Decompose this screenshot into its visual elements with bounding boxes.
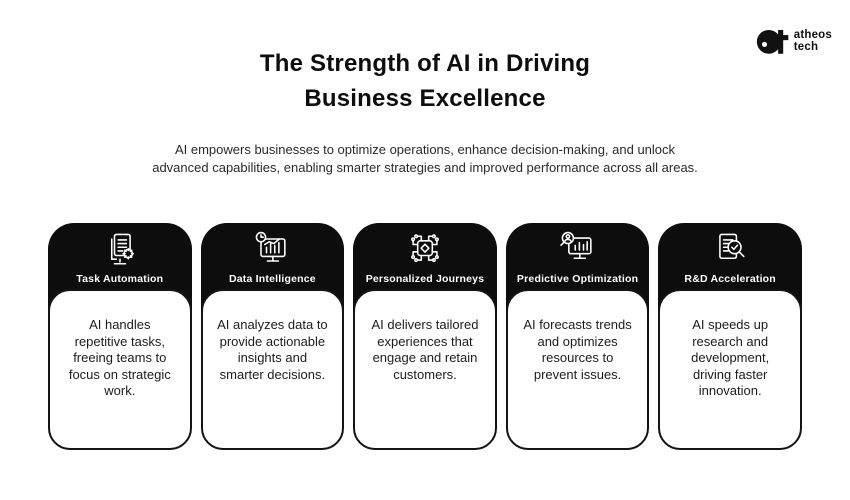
page-title-line2: Business Excellence: [304, 85, 546, 112]
page-subtitle: AI empowers businesses to optimize opera…: [0, 141, 850, 177]
card-rd-acceleration: R&D Acceleration AI speeds up research a…: [658, 223, 802, 450]
page-subtitle-line1: AI empowers businesses to optimize opera…: [174, 142, 676, 157]
document-magnifier-icon: [719, 233, 745, 260]
document-gear-icon: [110, 233, 134, 265]
card-description: AI forecasts trends and optimizes resour…: [505, 289, 650, 450]
card-data-intelligence: Data Intelligence AI analyzes data to pr…: [200, 223, 345, 450]
card-title: Task Automation: [76, 273, 164, 285]
logo-text-line1: atheos: [793, 29, 832, 41]
feature-cards-row: Task Automation AI handles repetitive ta…: [48, 223, 802, 450]
card-header: Predictive Optimization: [506, 223, 650, 289]
page-subtitle-line2: advanced capabilities, enabling smarter …: [152, 160, 698, 175]
ai-chip-icon: [411, 234, 439, 263]
card-title: Predictive Optimization: [516, 273, 639, 285]
atheos-logo-mark-icon: [756, 29, 789, 54]
card-description: AI delivers tailored experiences that en…: [353, 289, 497, 450]
chart-monitor-icon: [256, 231, 287, 262]
card-task-automation: Task Automation AI handles repetitive ta…: [48, 223, 192, 450]
logo: atheos tech: [756, 24, 832, 58]
logo-text: atheos tech: [794, 29, 832, 53]
page-title: The Strength of AI in Driving Business E…: [0, 46, 850, 116]
card-description: AI handles repetitive tasks, freeing tea…: [48, 289, 192, 450]
card-title: R&D Acceleration: [684, 273, 776, 285]
card-description: AI analyzes data to provide actionable i…: [200, 289, 345, 450]
card-description: AI speeds up research and development, d…: [658, 289, 802, 450]
card-title: Data Intelligence: [228, 273, 316, 285]
page-title-line1: The Strength of AI in Driving: [259, 50, 591, 77]
card-header: Data Intelligence: [201, 223, 345, 289]
card-header: R&D Acceleration: [658, 223, 802, 289]
logo-text-line2: tech: [793, 41, 819, 53]
card-header: Personalized Journeys: [353, 223, 497, 289]
card-predictive-optimization: Predictive Optimization AI forecasts tre…: [505, 223, 650, 450]
card-personalized-journeys: Personalized Journeys AI delivers tailor…: [353, 223, 497, 450]
card-header: Task Automation: [48, 223, 192, 289]
monitor-magnifier-icon: [559, 231, 592, 260]
card-title: Personalized Journeys: [365, 273, 485, 285]
